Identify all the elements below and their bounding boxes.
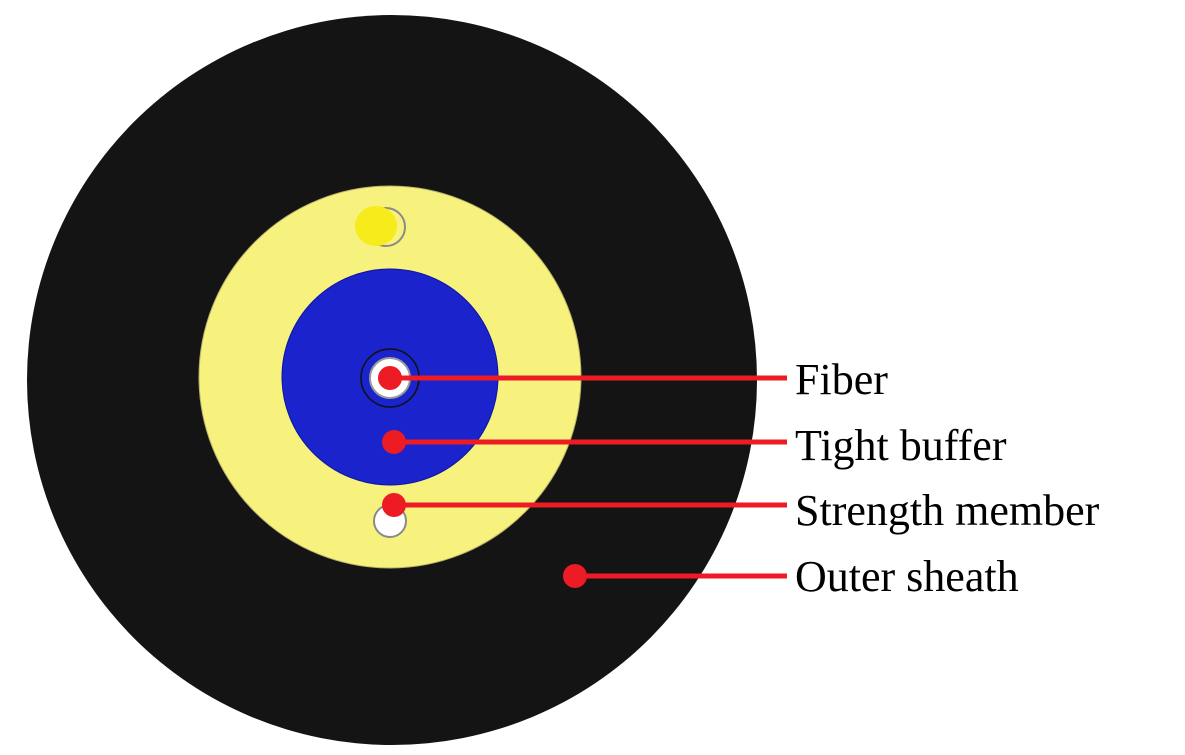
- aramid-strand-highlight: [355, 206, 397, 246]
- callout-fiber: Fiber: [378, 355, 888, 404]
- callout-outer-sheath: Outer sheath: [563, 552, 1019, 601]
- pointer-dot-outer-sheath: [563, 564, 587, 588]
- label-fiber: Fiber: [795, 355, 888, 404]
- callout-strength-member: Strength member: [382, 486, 1100, 535]
- label-tight-buffer: Tight buffer: [795, 421, 1007, 470]
- label-outer-sheath: Outer sheath: [795, 552, 1019, 601]
- pointer-dot-fiber: [378, 366, 402, 390]
- callout-tight-buffer: Tight buffer: [382, 421, 1007, 470]
- pointer-dot-tight-buffer: [382, 430, 406, 454]
- pointer-dot-strength-member: [382, 493, 406, 517]
- label-strength-member: Strength member: [795, 486, 1100, 535]
